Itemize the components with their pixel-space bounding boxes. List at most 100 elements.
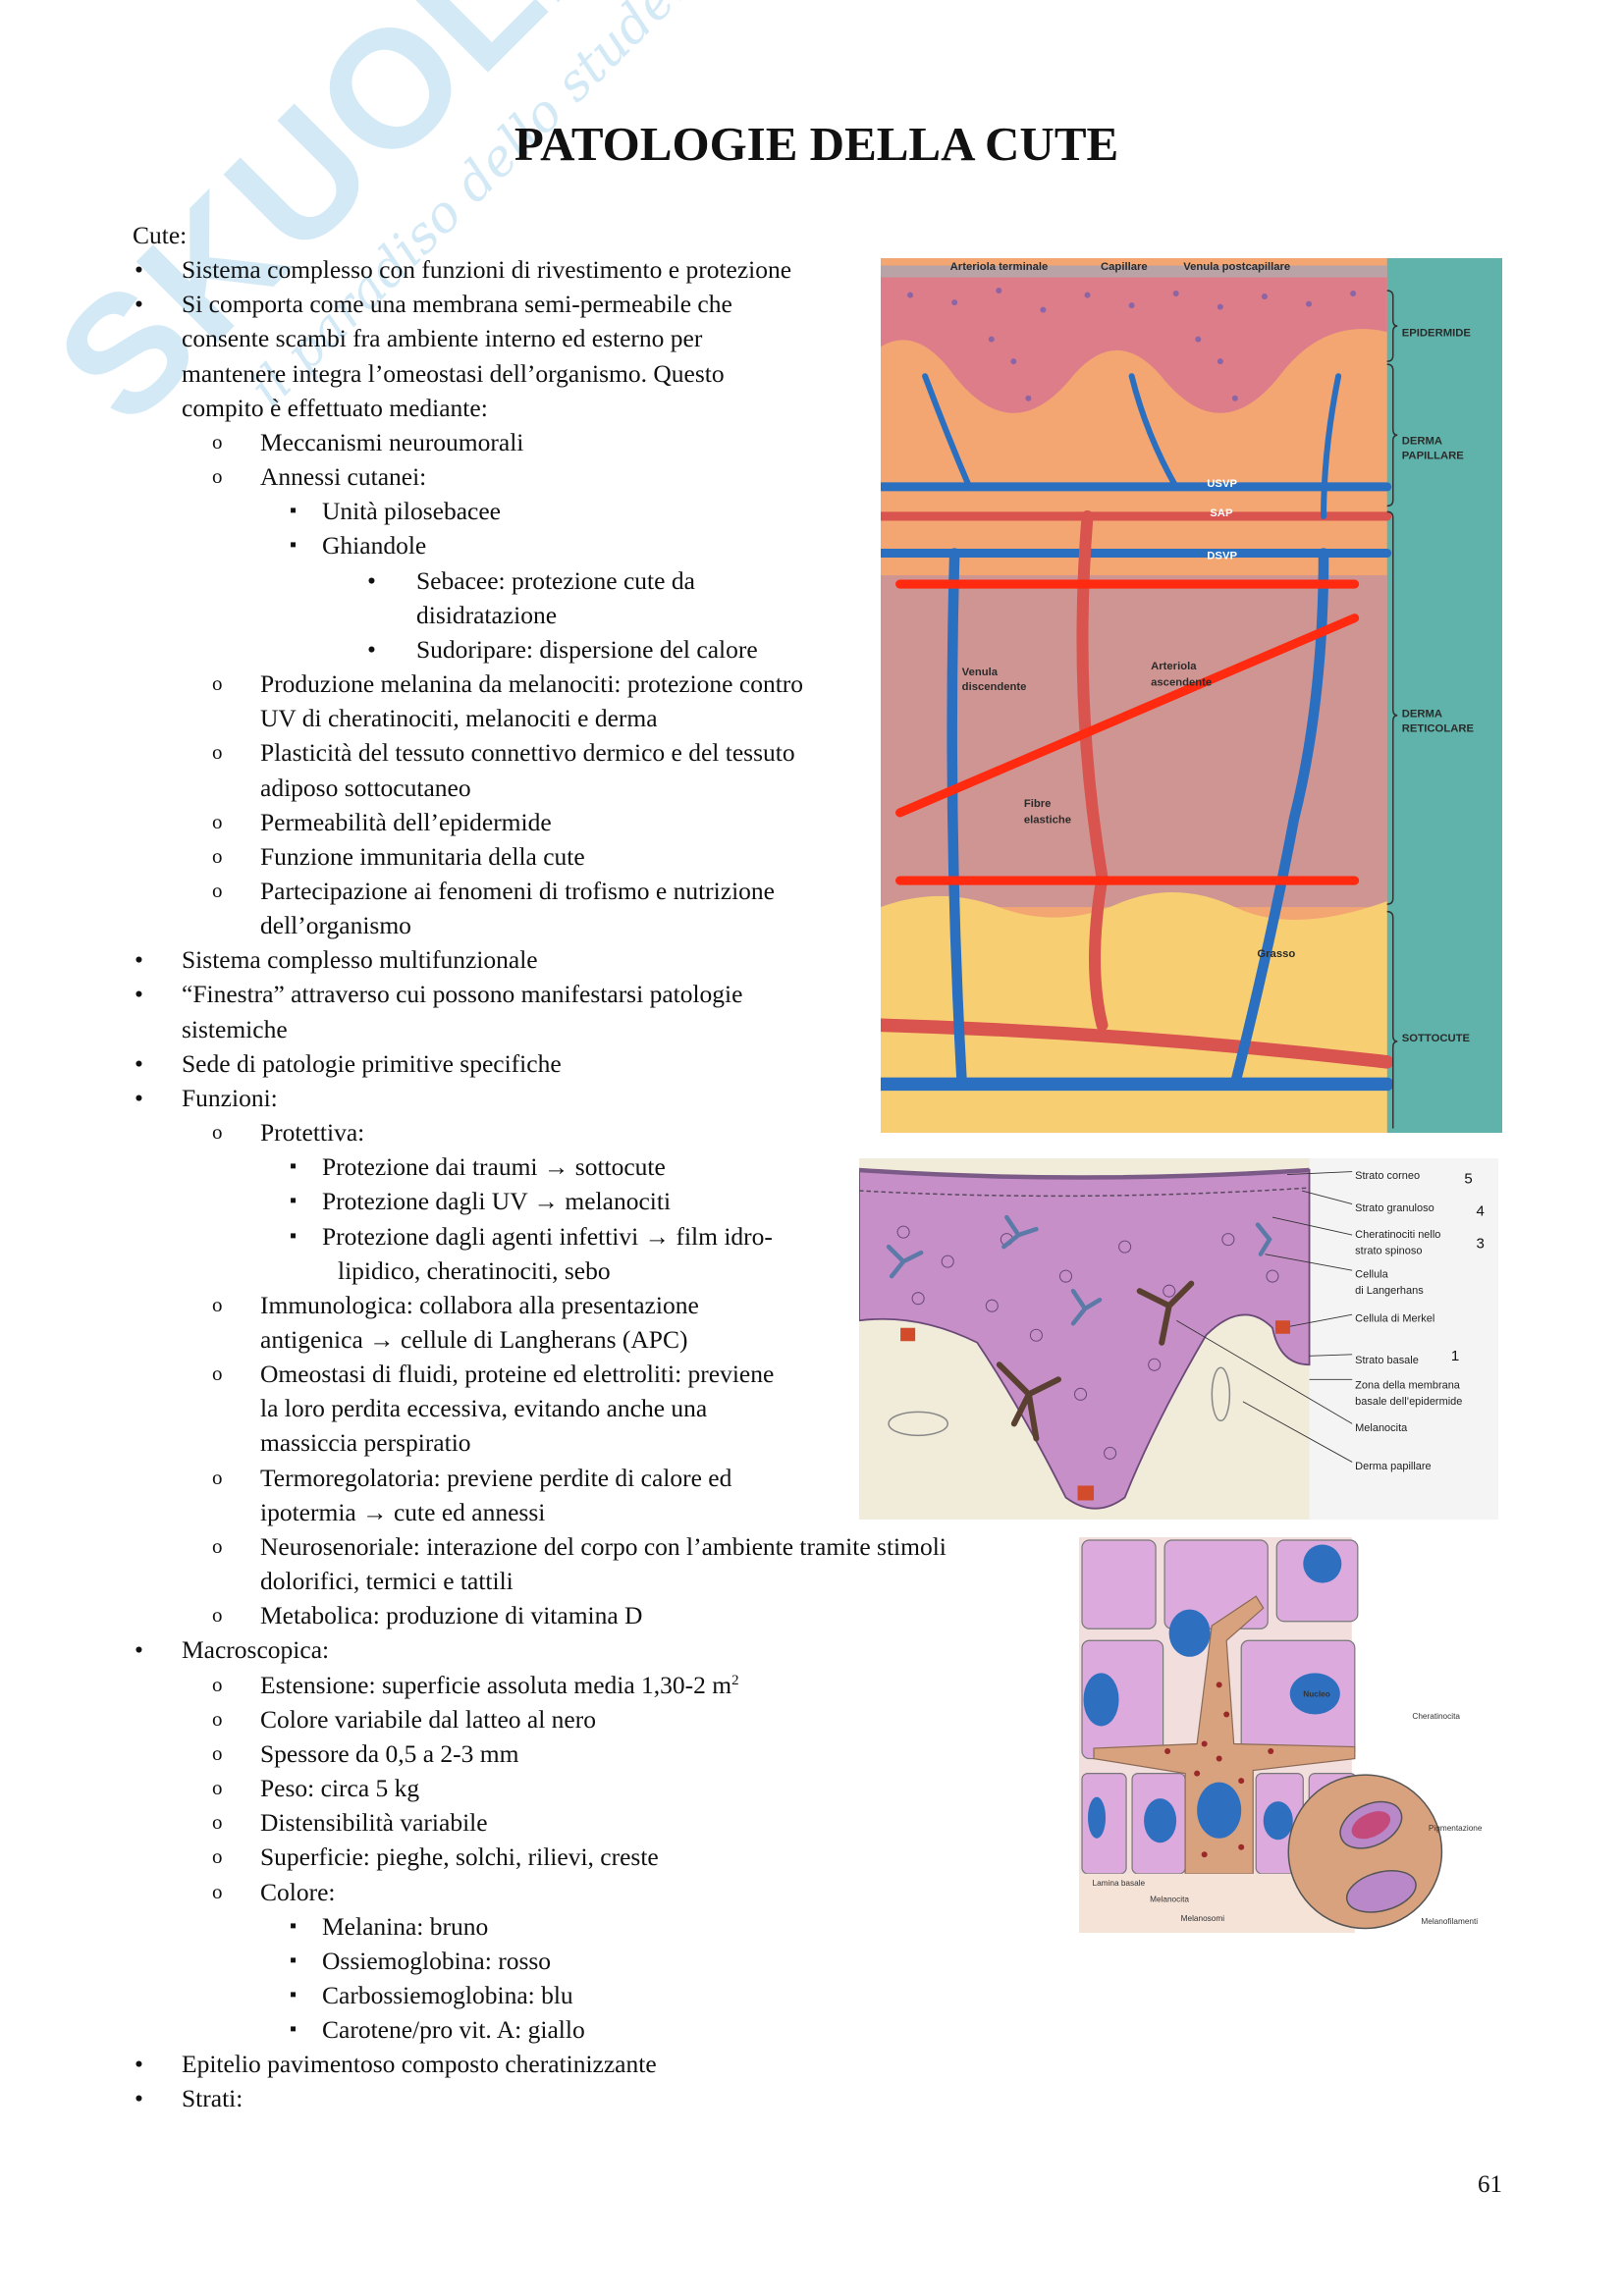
line-text: Carbossiemoglobina: blu: [322, 1980, 573, 2009]
circle-bullet-icon: o: [212, 1603, 223, 1628]
square-bullet-icon: ▪: [290, 1949, 298, 1971]
line-text: Sistema complesso con funzioni di rivest…: [182, 255, 792, 285]
bullet-icon: •: [135, 1083, 143, 1112]
number-1: 1: [1451, 1348, 1459, 1364]
circle-bullet-icon: o: [212, 464, 223, 489]
line-text: Sede di patologie primitive specifiche: [182, 1048, 562, 1078]
label-sap: SAP: [1210, 507, 1233, 519]
line-text: Spessore da 0,5 a 2-3 mm: [260, 1738, 519, 1768]
skin-layers-figure: Arteriola terminale Capillare Venula pos…: [881, 258, 1502, 1133]
list-item: o Spessore da 0,5 a 2-3 mm: [0, 1736, 1080, 1771]
line-text: sistemiche: [182, 1014, 288, 1043]
line-text: Unità pilosebacee: [322, 497, 501, 526]
label-venula-postcapillare: Venula postcapillare: [1183, 261, 1290, 273]
text-line: • Sebacee: protezione cute da: [0, 563, 1080, 598]
line-text: dolorifici, termici e tattili: [260, 1567, 514, 1596]
label-merkel: Cellula di Merkel: [1355, 1313, 1434, 1325]
label-ascendente: ascendente: [1151, 677, 1212, 689]
label-arteriola: Arteriola: [1151, 661, 1197, 672]
square-bullet-icon: ▪: [290, 1155, 298, 1178]
text-line: compito è effettuato mediante:: [0, 391, 1080, 425]
list-item: ▪Ossiemoglobina: rosso: [0, 1944, 1080, 1978]
line-text: Carotene/pro vit. A: giallo: [322, 2015, 585, 2045]
bullet-icon: •: [135, 1635, 143, 1665]
line-text: Funzioni:: [182, 1083, 278, 1112]
square-bullet-icon: ▪: [290, 500, 298, 522]
text-line: UV di cheratinociti, melanociti e derma: [0, 701, 1080, 735]
list-item: • Epitelio pavimentoso composto cheratini…: [0, 2047, 1080, 2081]
text-line: ▪Protezione dagli agenti infettivi → fil…: [0, 1219, 1080, 1254]
line-text: Annessi cutanei:: [260, 462, 427, 492]
text-line: o Annessi cutanei:: [0, 459, 1080, 494]
square-bullet-icon: ▪: [290, 1983, 298, 2005]
text-line: ipotermia → cute ed annessi: [0, 1495, 1080, 1529]
circle-bullet-icon: o: [212, 1292, 223, 1316]
list-item: ▪Melanina: bruno: [0, 1909, 1080, 1944]
number-4: 4: [1476, 1203, 1484, 1220]
line-text: Superficie: pieghe, solchi, rilievi, cre…: [260, 1842, 659, 1872]
label-derma-2: DERMA: [1402, 708, 1442, 720]
line-text: lipidico, cheratinociti, sebo: [338, 1255, 611, 1285]
line-text: Permeabilità dell’epidermide: [260, 807, 552, 836]
label-melanocita-3: Melanocita: [1150, 1895, 1189, 1903]
list-item: ▪Protezione dai traumi → sottocute: [0, 1149, 1080, 1184]
text-line: •Sistema complesso multifunzionale: [0, 942, 1080, 977]
label-papillare: PAPILLARE: [1402, 450, 1465, 461]
text-line: ▪ Unità pilosebacee: [0, 494, 1080, 528]
label-zona-membrana: Zona della membrana: [1355, 1379, 1461, 1391]
text-line: o Plasticità del tessuto connettivo dermi…: [0, 735, 1080, 770]
label-melanosomi: Melanosomi: [1181, 1914, 1225, 1923]
line-text: Omeostasi di fluidi, proteine ed elettro…: [260, 1360, 775, 1389]
line-text: mantenere integra l’omeostasi dell’organ…: [182, 358, 725, 388]
list-item: •Sistema complesso multifunzionale: [0, 942, 1080, 977]
text-line: ▪Melanina: bruno: [0, 1909, 1080, 1944]
bullet-icon: •: [367, 634, 376, 664]
text-line: •Macroscopica:: [0, 1632, 1080, 1667]
line-text: Sebacee: protezione cute da: [416, 565, 695, 595]
line-text: Protezione dagli UV → melanociti: [322, 1187, 672, 1216]
label-cheratinociti: Cheratinociti nello: [1355, 1229, 1440, 1241]
label-strato-spinoso: strato spinoso: [1355, 1246, 1422, 1257]
text-line: • Epitelio pavimentoso composto cheratini…: [0, 2047, 1080, 2081]
label-venula: Venula: [962, 667, 999, 678]
label-melanocita: Melanocita: [1355, 1422, 1408, 1434]
circle-bullet-icon: o: [212, 1740, 223, 1765]
line-text: consente scambi fra ambiente interno ed …: [182, 324, 703, 353]
line-text: Si comporta come una membrana semi-perme…: [182, 290, 732, 319]
number-5: 5: [1464, 1171, 1472, 1188]
circle-bullet-icon: o: [212, 1706, 223, 1731]
text-line: o Spessore da 0,5 a 2-3 mm: [0, 1736, 1080, 1771]
line-text: Epitelio pavimentoso composto cheratiniz…: [182, 2050, 657, 2079]
list-item: ▪Carotene/pro vit. A: giallo: [0, 2012, 1080, 2047]
bullet-icon: •: [135, 2050, 143, 2079]
circle-bullet-icon: o: [212, 1879, 223, 1903]
line-text: Distensibilità variabile: [260, 1808, 488, 1838]
label-cellula: Cellula: [1355, 1269, 1388, 1281]
bullet-icon: •: [135, 945, 143, 975]
text-line: ▪Ghiandole: [0, 528, 1080, 562]
bullet-icon: •: [367, 565, 376, 595]
line-text: dell’organismo: [260, 911, 411, 940]
superscript: 2: [731, 1672, 739, 1688]
list-item: ▪Protezione dagli agenti infettivi → fil…: [0, 1219, 1080, 1288]
list-item: •Sistema complesso con funzioni di rives…: [0, 252, 1080, 287]
line-text: Plasticità del tessuto connettivo dermic…: [260, 738, 795, 768]
circle-bullet-icon: o: [212, 740, 223, 765]
square-bullet-icon: ▪: [290, 534, 298, 557]
circle-bullet-icon: o: [212, 1810, 223, 1835]
text-line: •Sudoripare: dispersione del calore: [0, 632, 1080, 667]
circle-bullet-icon: o: [212, 1776, 223, 1800]
